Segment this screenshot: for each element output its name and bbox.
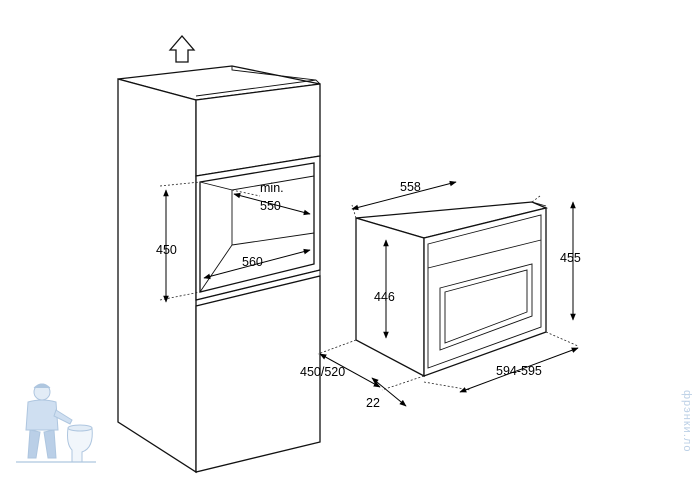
oven-inner-height-label: 446 xyxy=(374,290,395,304)
cavity-height-label: 450 xyxy=(156,243,177,257)
install-depth-label: 450/520 xyxy=(300,365,345,379)
oven-width-dim xyxy=(459,347,579,393)
install-depth-dim xyxy=(319,353,381,388)
cabinet xyxy=(117,65,321,474)
front-offset-label: 22 xyxy=(366,396,380,410)
cavity-width-dim xyxy=(203,248,311,280)
watermark-text: фрэнки.ло xyxy=(681,390,693,453)
cavity-width-label: 560 xyxy=(242,255,263,269)
cavity-depth-label: 550 xyxy=(260,199,281,213)
up-arrow-icon xyxy=(168,35,196,63)
oven-depth-dim xyxy=(351,180,457,211)
oven-width-label: 594-595 xyxy=(496,364,542,378)
oven-height-label: 455 xyxy=(560,251,581,265)
oven xyxy=(317,195,579,391)
min-label: min. xyxy=(260,181,284,195)
front-offset-dim xyxy=(371,377,407,407)
cavity-depth-dim xyxy=(233,192,311,216)
oven-depth-label: 558 xyxy=(400,180,421,194)
plumber-mascot-icon xyxy=(16,383,96,463)
